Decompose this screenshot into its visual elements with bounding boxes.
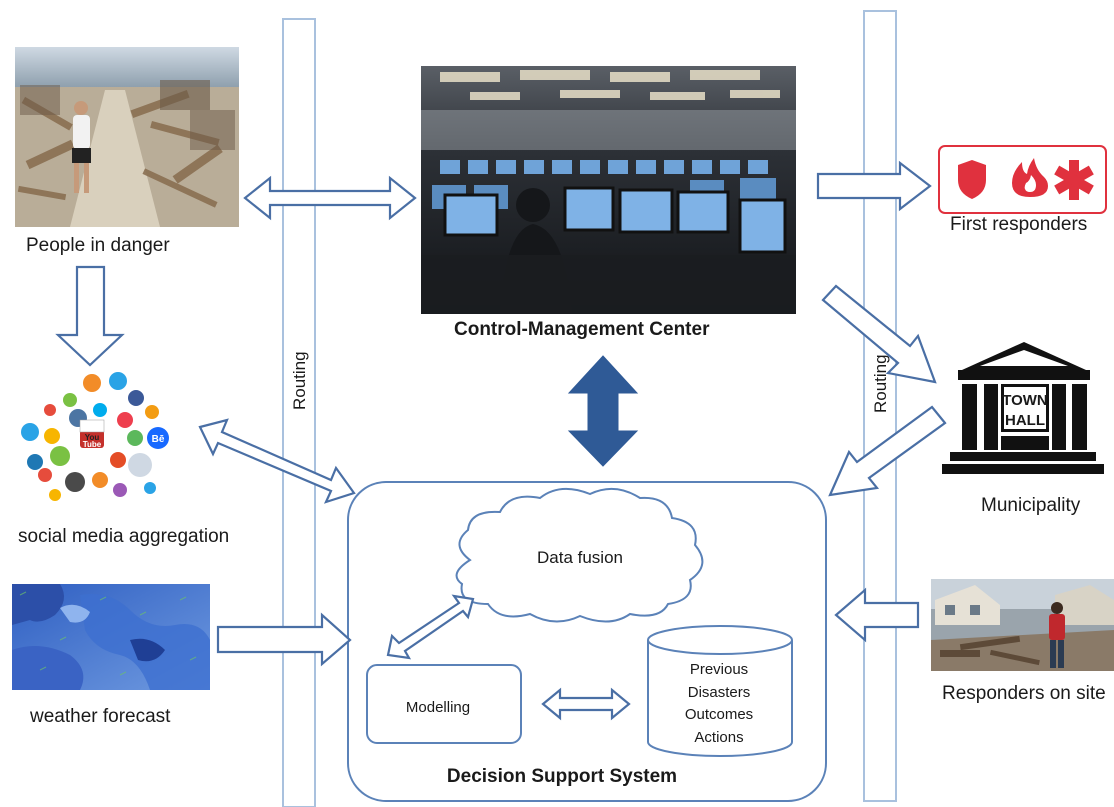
arrow-modelling-datafusion — [386, 594, 475, 660]
town-hall-line2: HALL — [1005, 412, 1045, 429]
db-label-line3: Outcomes — [685, 706, 753, 723]
routing-label-left: Routing — [290, 351, 309, 410]
routing-bar-right — [863, 10, 897, 802]
town-hall-line1: TOWN — [1002, 392, 1048, 409]
responders-on-site-photo — [931, 579, 1114, 671]
db-label-line4: Actions — [694, 729, 743, 746]
arrow-weather-to-dss — [216, 612, 352, 667]
db-label-line2: Disasters — [688, 684, 751, 701]
data-fusion-cloud — [455, 487, 704, 623]
town-hall-icon — [942, 342, 1104, 474]
control-center-photo — [421, 66, 796, 314]
first-responders-badge — [938, 145, 1107, 214]
social-media-cloud — [21, 372, 169, 501]
arrow-social-dss — [198, 418, 356, 504]
people-in-danger-photo — [15, 47, 239, 227]
control-management-center-label: Control-Management Center — [454, 319, 710, 340]
social-media-aggregation-label: social media aggregation — [18, 526, 230, 547]
youtube-tube-text: Tube — [83, 440, 102, 449]
arrow-municipality-to-dss — [828, 405, 947, 497]
arrow-modelling-database — [541, 687, 631, 721]
responders-on-site-label: Responders on site — [942, 683, 1106, 704]
arrow-people-to-social — [55, 265, 125, 367]
arrow-control-dss — [567, 355, 639, 467]
arrow-control-to-first-responders — [816, 160, 932, 212]
routing-label-right: Routing — [871, 354, 890, 413]
db-label-line1: Previous — [690, 661, 748, 678]
weather-map — [12, 584, 210, 690]
youtube-you-text: You — [85, 433, 100, 442]
routing-bar-left — [282, 18, 316, 807]
arrow-people-control — [243, 175, 417, 221]
data-fusion-label: Data fusion — [537, 548, 623, 567]
knowledge-database — [647, 625, 793, 757]
behance-text: Bē — [152, 434, 165, 445]
arrow-responders-to-dss — [834, 587, 920, 643]
first-responders-label: First responders — [950, 214, 1088, 235]
modelling-box — [366, 664, 522, 744]
star-of-life-icon — [1054, 160, 1094, 200]
fire-icon — [1012, 158, 1048, 197]
dss-title: Decision Support System — [447, 766, 677, 787]
people-in-danger-label: People in danger — [26, 235, 170, 256]
arrow-control-to-municipality — [821, 284, 937, 384]
police-badge-icon — [958, 160, 986, 199]
modelling-label: Modelling — [406, 699, 470, 716]
weather-forecast-label: weather forecast — [30, 706, 171, 727]
municipality-label: Municipality — [981, 495, 1081, 516]
